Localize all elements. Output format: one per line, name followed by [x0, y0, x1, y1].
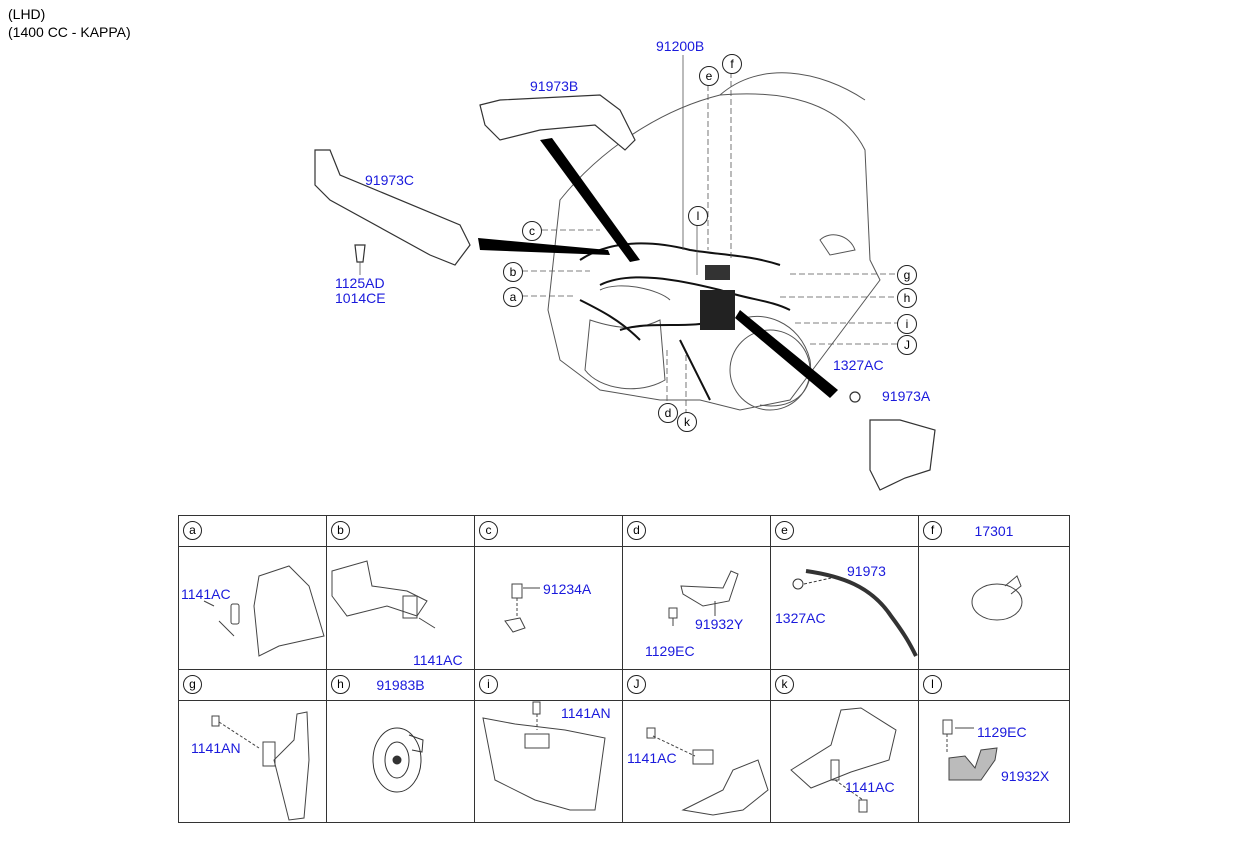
cell-letter: J: [627, 675, 646, 694]
detail-cell-d: d 91932Y 1129EC: [622, 515, 771, 670]
cell-letter: f: [923, 521, 942, 540]
callout-a: a: [503, 287, 523, 307]
callout-g: g: [897, 265, 917, 285]
cell-letter: b: [331, 521, 350, 540]
part-sketch: [790, 707, 897, 813]
detail-label: 91932Y: [695, 616, 744, 632]
detail-cell-e: e 91973 1327AC: [770, 515, 919, 670]
pointer-91973A: [735, 310, 838, 398]
cell-letter: k: [775, 675, 794, 694]
part-sketch: [331, 560, 436, 629]
cell-letter: e: [775, 521, 794, 540]
callout-k: k: [677, 412, 697, 432]
detail-cell-f: f 17301: [918, 515, 1070, 670]
detail-cell-c: c 91234A: [474, 515, 623, 670]
cell-letter: i: [479, 675, 498, 694]
cell-part-number: 91983B: [376, 677, 425, 693]
car-grille: [584, 319, 666, 390]
main-illustration: [314, 55, 936, 491]
bracket-91973A: [869, 419, 936, 491]
detail-label: 1141AC: [845, 779, 895, 795]
cell-letter: a: [183, 521, 202, 540]
callout-i: i: [897, 314, 917, 334]
harness-fuse-block: [705, 265, 730, 280]
callout-h: h: [897, 288, 917, 308]
detail-cell-l: l 1129EC 91932X: [918, 669, 1070, 823]
callout-e: e: [699, 66, 719, 86]
part-sketch: [646, 727, 769, 816]
detail-label: 1129EC: [645, 643, 695, 659]
cell-letter: c: [479, 521, 498, 540]
part-sketch: [942, 719, 998, 781]
car-mirror: [819, 234, 856, 256]
label-91973B: 91973B: [530, 78, 579, 94]
car-windshield: [719, 72, 866, 101]
detail-label: 1141AC: [413, 652, 463, 668]
cell-part-number: 17301: [974, 523, 1014, 539]
detail-label: 91973: [847, 563, 886, 579]
detail-cell-J: J 1141AC: [622, 669, 771, 823]
callout-c: c: [522, 221, 542, 241]
cell-letter: g: [183, 675, 202, 694]
detail-label: 1141AC: [627, 750, 677, 766]
harness-relay-box: [700, 290, 735, 330]
detail-cell-a: a 1141AC: [178, 515, 327, 670]
label-1014CE: 1014CE: [335, 290, 386, 306]
bolt-1125AD: [354, 244, 366, 263]
label-91973C: 91973C: [365, 172, 415, 188]
callout-f: f: [722, 54, 742, 74]
nut-1327AC: [849, 391, 861, 403]
callout-J: J: [897, 335, 917, 355]
cell-letter: d: [627, 521, 646, 540]
detail-label: 1141AN: [561, 705, 611, 721]
part-sketch: [971, 575, 1023, 621]
label-91973A: 91973A: [882, 388, 931, 404]
detail-cell-i: i 1141AN: [474, 669, 623, 823]
part-sketch: [203, 565, 325, 657]
part-sketch: [504, 583, 540, 633]
pointer-91973C: [478, 238, 610, 255]
detail-label: 1141AN: [191, 740, 241, 756]
pointer-91973B: [540, 138, 640, 262]
label-1327AC: 1327AC: [833, 357, 884, 373]
detail-cell-k: k 1141AC: [770, 669, 919, 823]
detail-label: 1129EC: [977, 724, 1027, 740]
bracket-91973C: [314, 149, 471, 266]
diagram-header-line2: (1400 CC - KAPPA): [8, 24, 131, 40]
part-sketch: [668, 570, 739, 626]
part-sketch: [482, 701, 606, 811]
detail-label: 1327AC: [775, 610, 826, 626]
detail-label: 91932X: [1001, 768, 1050, 784]
part-sketch: [372, 727, 424, 793]
part-sketch: [792, 569, 918, 657]
cell-letter: l: [923, 675, 942, 694]
callout-l: l: [688, 206, 708, 226]
cell-letter: h: [331, 675, 350, 694]
detail-cell-h: h 91983B: [326, 669, 475, 823]
part-sketch: [211, 711, 310, 821]
detail-cell-b: b 1141AC: [326, 515, 475, 670]
bracket-91973B: [479, 94, 636, 151]
harness-main: [579, 242, 791, 401]
diagram-header-line1: (LHD): [8, 6, 46, 22]
callout-b: b: [503, 262, 523, 282]
car-headlamp: [599, 285, 671, 301]
car-fender: [739, 315, 812, 407]
detail-label: 91234A: [543, 581, 592, 597]
detail-label: 1141AC: [181, 586, 231, 602]
detail-grid: a 1141AC b 1141AC c 91234A d 91932Y 1129…: [178, 515, 1070, 823]
detail-cell-g: g 1141AN: [178, 669, 327, 823]
callout-d: d: [658, 403, 678, 423]
label-91200B: 91200B: [656, 38, 705, 54]
label-1125AD: 1125AD: [335, 275, 385, 291]
